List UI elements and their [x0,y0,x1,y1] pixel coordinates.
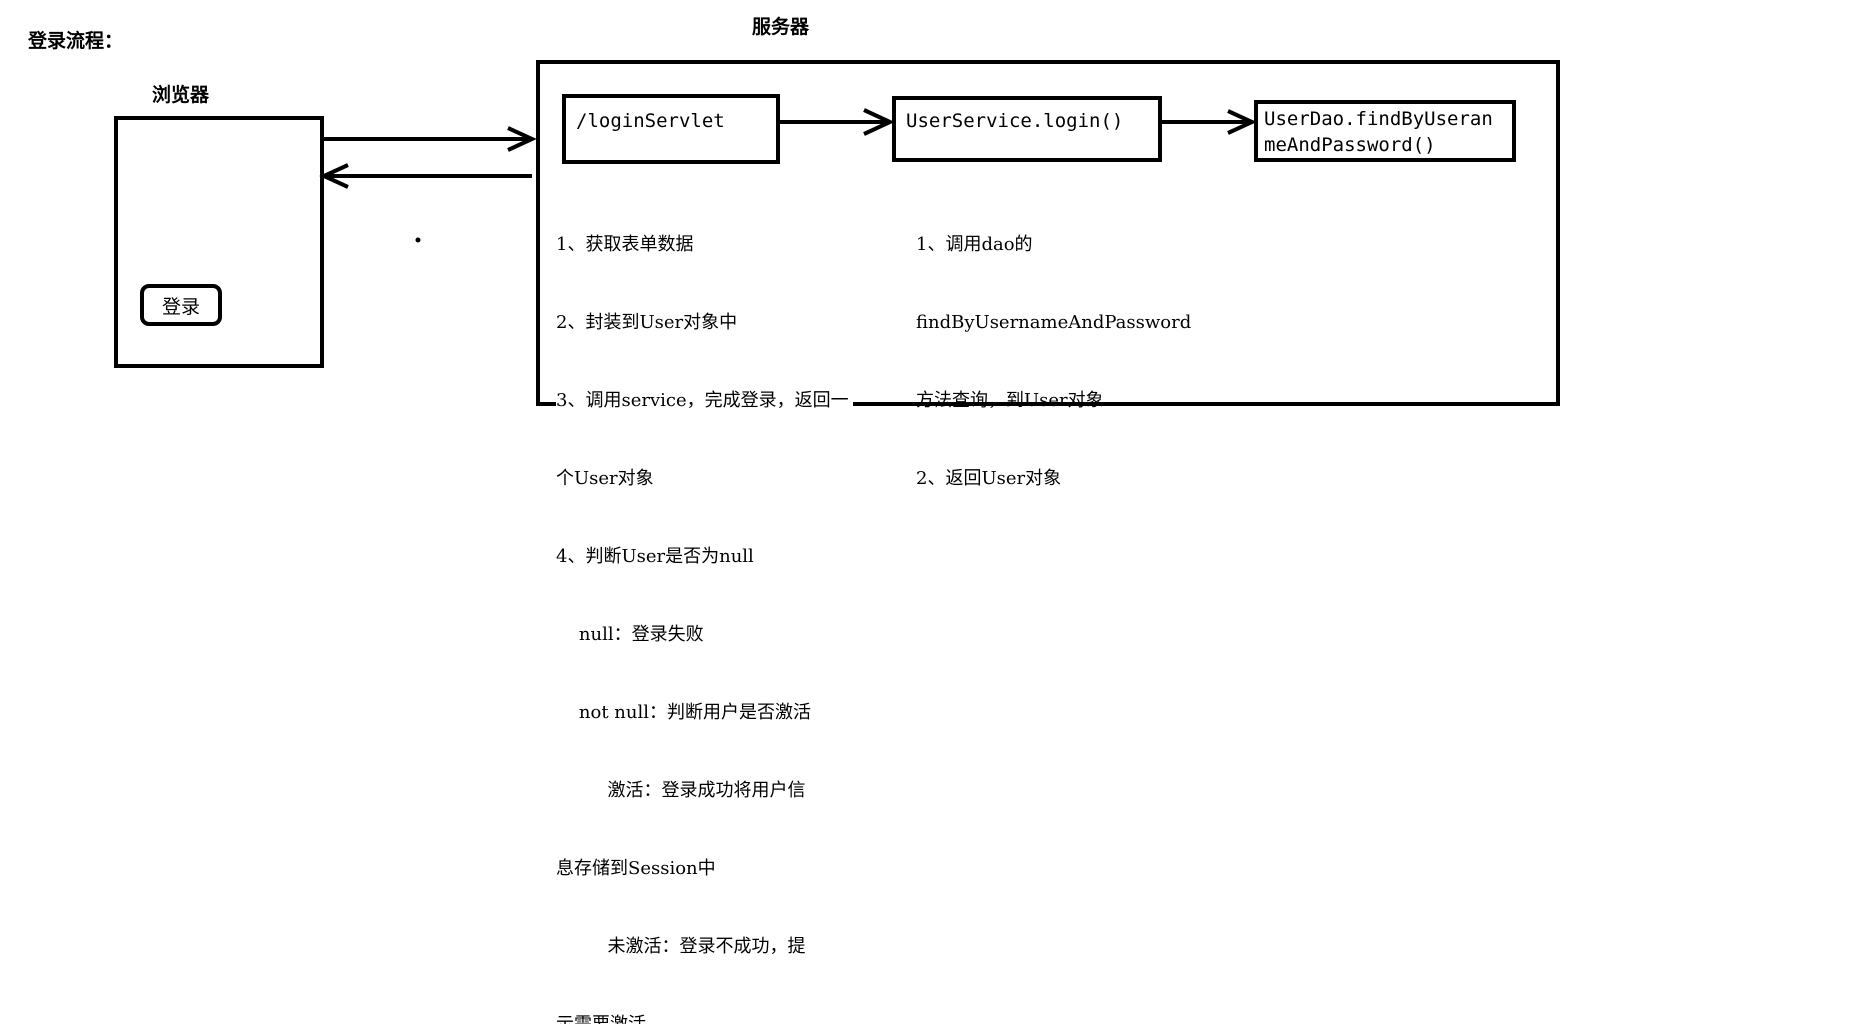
browser-box [114,116,324,368]
servlet-note-line: 示需要激活 [556,1012,849,1024]
service-box [892,96,1162,162]
response-arrow [319,163,532,189]
browser-title: 浏览器 [152,84,210,106]
servlet-note-line: 3、调用service，完成登录，返回一 [556,390,849,411]
service-note-line: findByUsernameAndPassword [916,312,1192,333]
login-button[interactable]: 登录 [140,284,222,326]
service-note-line: 2、返回User对象 [916,468,1062,489]
servlet-note-line: 激活：登录成功将用户信 [556,780,806,801]
service-to-dao-arrow [1162,109,1257,135]
stray-dot [415,237,421,243]
servlet-note-line: 2、封装到User对象中 [556,312,738,333]
servlet-note-line: not null：判断用户是否激活 [556,702,811,723]
request-arrow [324,126,537,152]
service-note-line: 1、调用dao的 [916,234,1033,255]
servlet-note-line: null：登录失败 [556,624,704,645]
servlet-note-line: 个User对象 [556,468,654,489]
servlet-to-service-arrow [780,108,895,136]
login-button-label: 登录 [161,295,200,318]
service-note-line: 方法查询，到User对象 [916,390,1104,411]
servlet-note-line: 4、判断User是否为null [556,546,754,567]
servlet-note-line: 息存储到Session中 [556,858,716,879]
arrows-layer [319,108,1257,243]
server-title: 服务器 [752,16,810,38]
servlet-note-line: 1、获取表单数据 [556,234,694,255]
dao-box [1254,100,1516,162]
servlet-note-line: 未激活：登录不成功，提 [556,936,806,957]
service-label: UserService.login() [906,110,1124,132]
dao-label-line1: UserDao.findByUseran [1264,108,1493,130]
service-notes: 1、调用dao的 findByUsernameAndPassword 方法查询，… [916,180,1191,518]
dao-label-line2: meAndPassword() [1264,134,1436,156]
servlet-label: /loginServlet [576,110,725,132]
page-title: 登录流程： [28,30,124,52]
servlet-box [562,94,780,164]
